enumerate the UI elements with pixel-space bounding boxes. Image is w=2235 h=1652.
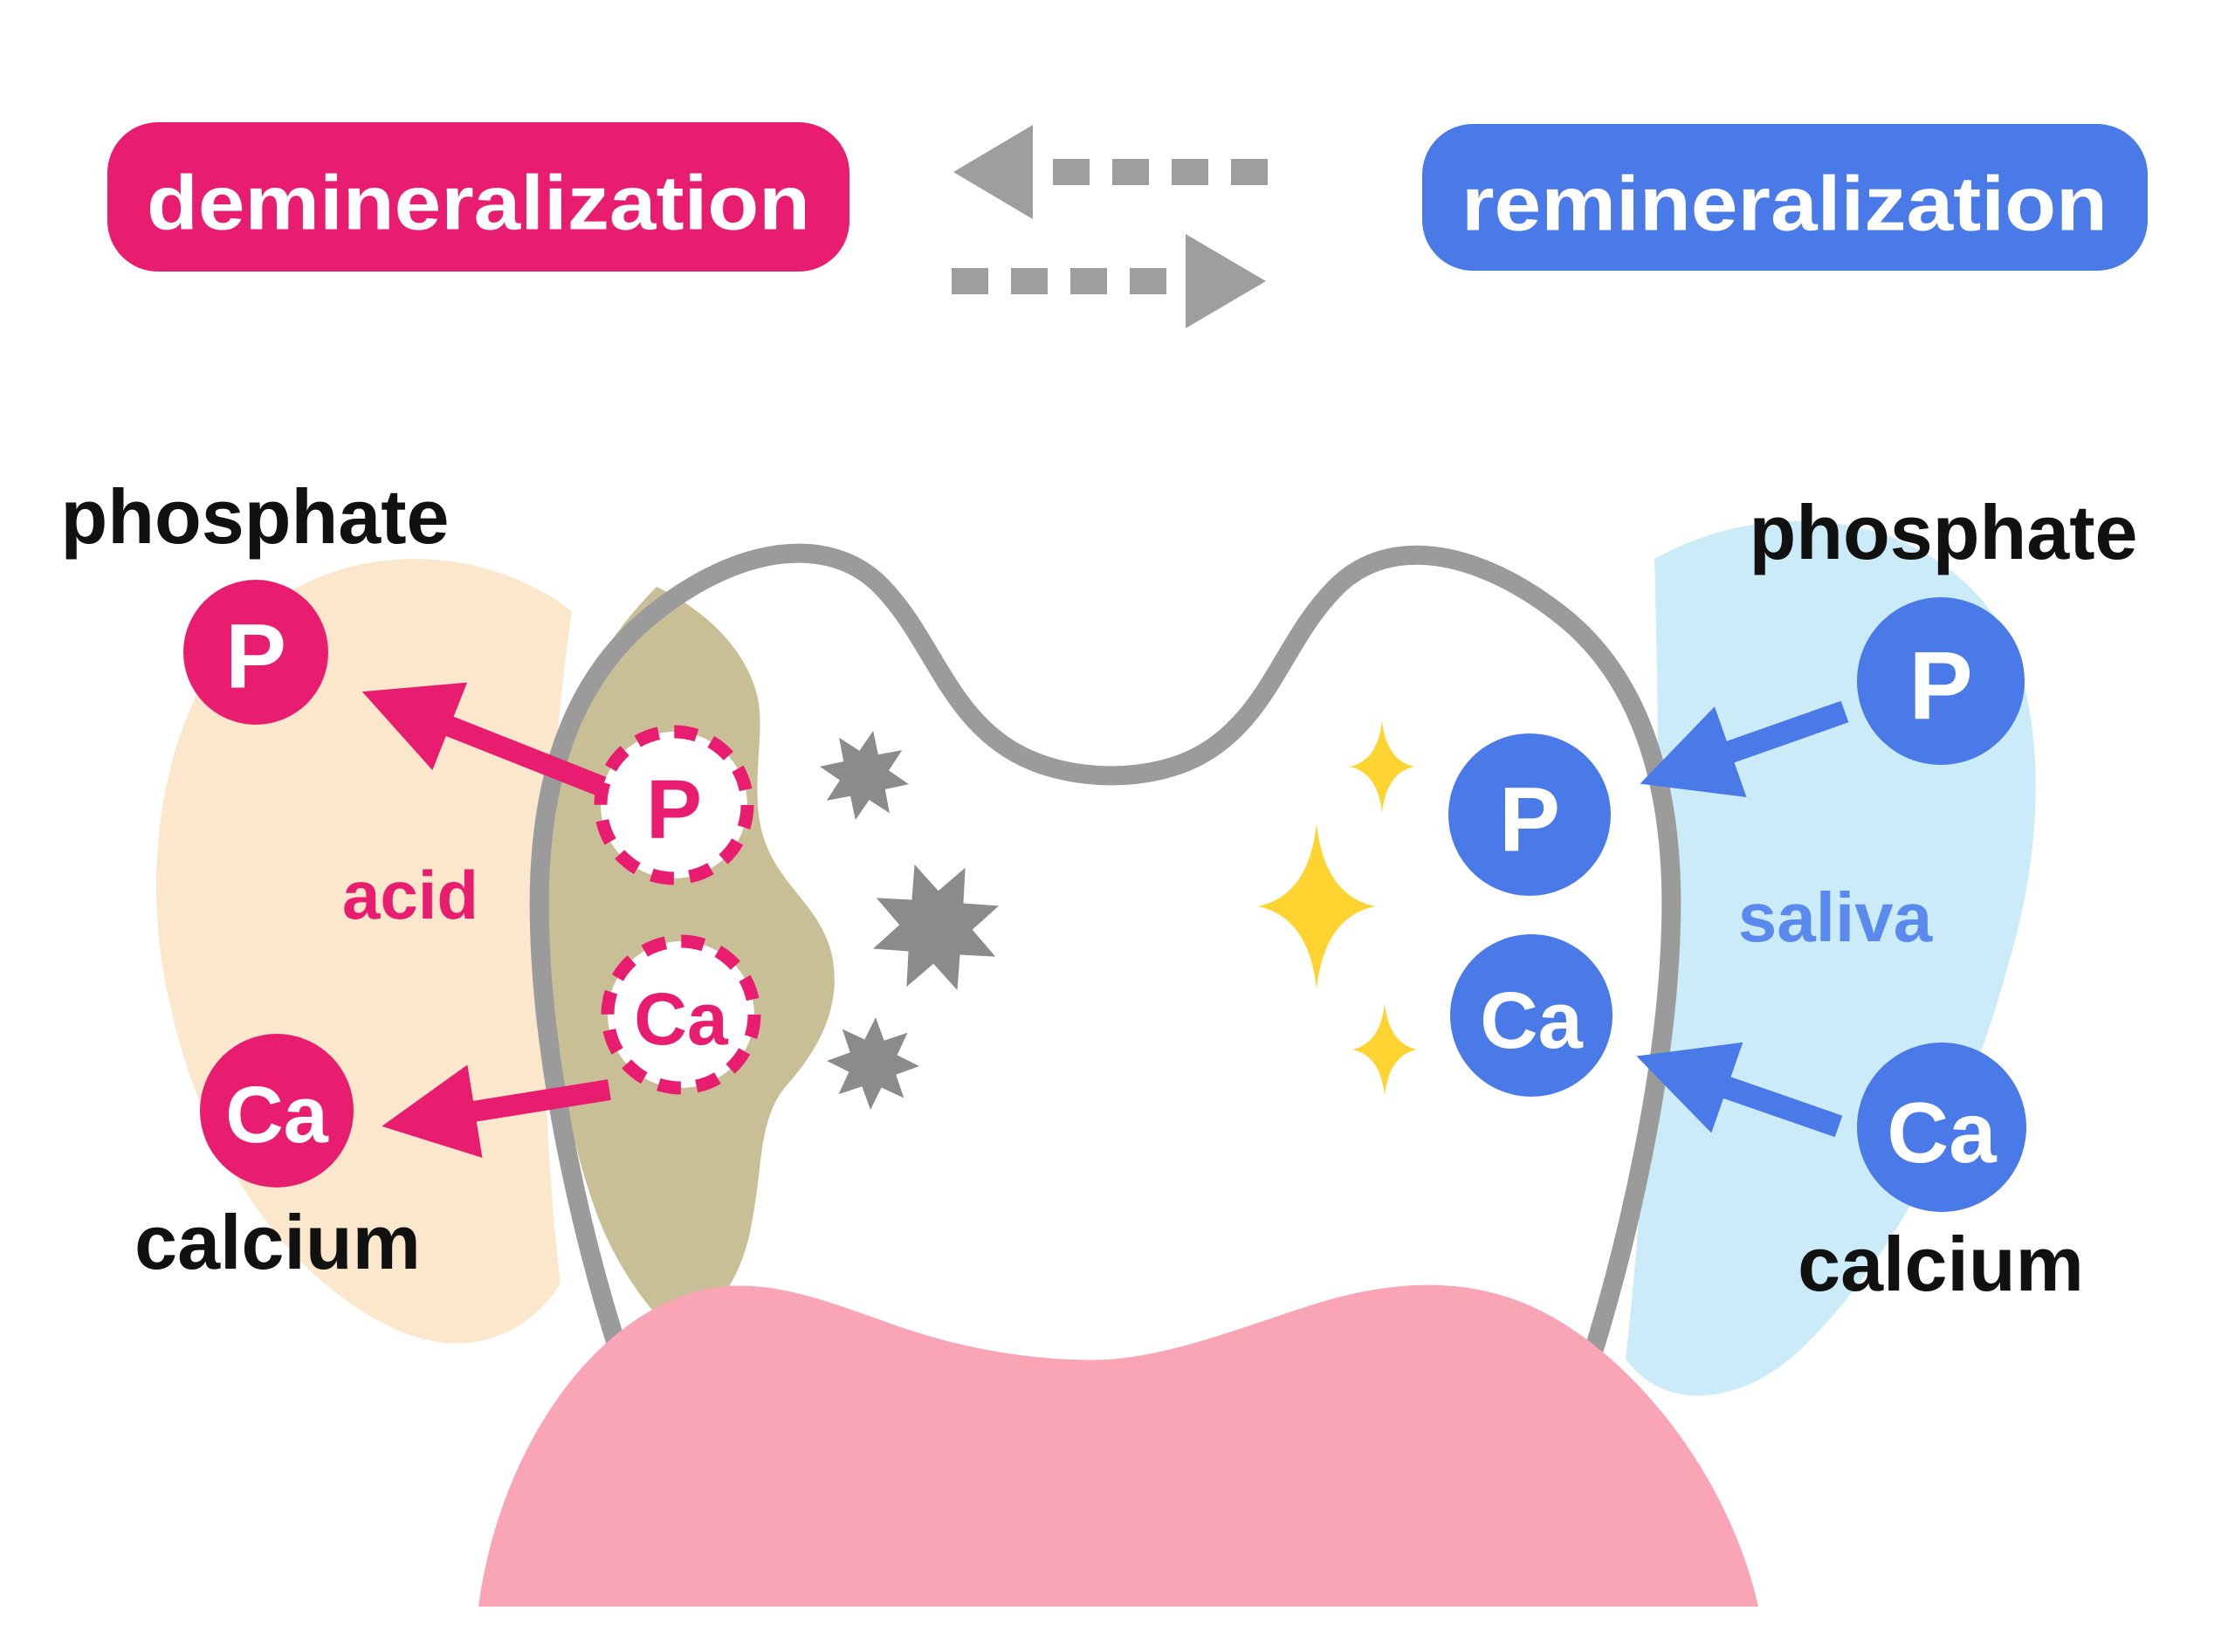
left-phosphate-ion-symbol: P	[225, 606, 286, 708]
right-phosphate-ion: P	[1857, 597, 2025, 765]
left-phosphate-ion: P	[183, 580, 328, 725]
lost-calcium-ion: Ca	[601, 934, 761, 1095]
calcium-loss-arrow-icon	[382, 1064, 611, 1159]
tooth-outline	[529, 543, 1681, 1370]
left-calcium-ion: Ca	[200, 1034, 354, 1187]
lost-calcium-ion-symbol: Ca	[634, 978, 729, 1060]
lost-phosphate-ion-symbol: P	[646, 763, 702, 857]
right-calcium-ion-symbol: Ca	[1887, 1084, 1998, 1180]
left-calcium-ion-symbol: Ca	[225, 1070, 328, 1160]
remineralization-badge-bg	[1422, 124, 2148, 271]
remineralization-badge-label: remineralization	[1461, 161, 2108, 247]
phosphate-gain-arrow-icon	[1640, 700, 1849, 797]
saliva-label: saliva	[1738, 878, 1933, 956]
gained-phosphate-ion-symbol: P	[1499, 769, 1560, 871]
lost-phosphate-ion: P	[594, 725, 754, 885]
phosphate-loss-arrow-icon	[361, 682, 615, 801]
right-calcium-label: calcium	[1798, 1221, 2084, 1307]
right-phosphate-label: phosphate	[1750, 489, 2138, 575]
right-calcium-ion: Ca	[1857, 1043, 2026, 1212]
demineralization-badge: demineralization	[107, 122, 849, 272]
exchange-left-arrow-icon	[953, 125, 1268, 219]
calcium-gain-arrow-icon	[1636, 1042, 1843, 1138]
exchange-right-arrow-icon	[952, 234, 1266, 328]
gum	[478, 1284, 1758, 1607]
demineralization-badge-label: demineralization	[147, 160, 810, 246]
demineralization-badge-bg	[107, 122, 849, 272]
gained-calcium-ion-symbol: Ca	[1480, 976, 1583, 1065]
left-calcium-label: calcium	[134, 1199, 421, 1285]
gained-calcium-ion: Ca	[1450, 934, 1613, 1097]
left-phosphate-label: phosphate	[61, 473, 450, 560]
acid-label: acid	[342, 857, 478, 933]
remineralization-badge: remineralization	[1422, 124, 2148, 271]
gained-phosphate-ion: P	[1448, 733, 1611, 896]
right-phosphate-ion-symbol: P	[1908, 633, 1972, 740]
